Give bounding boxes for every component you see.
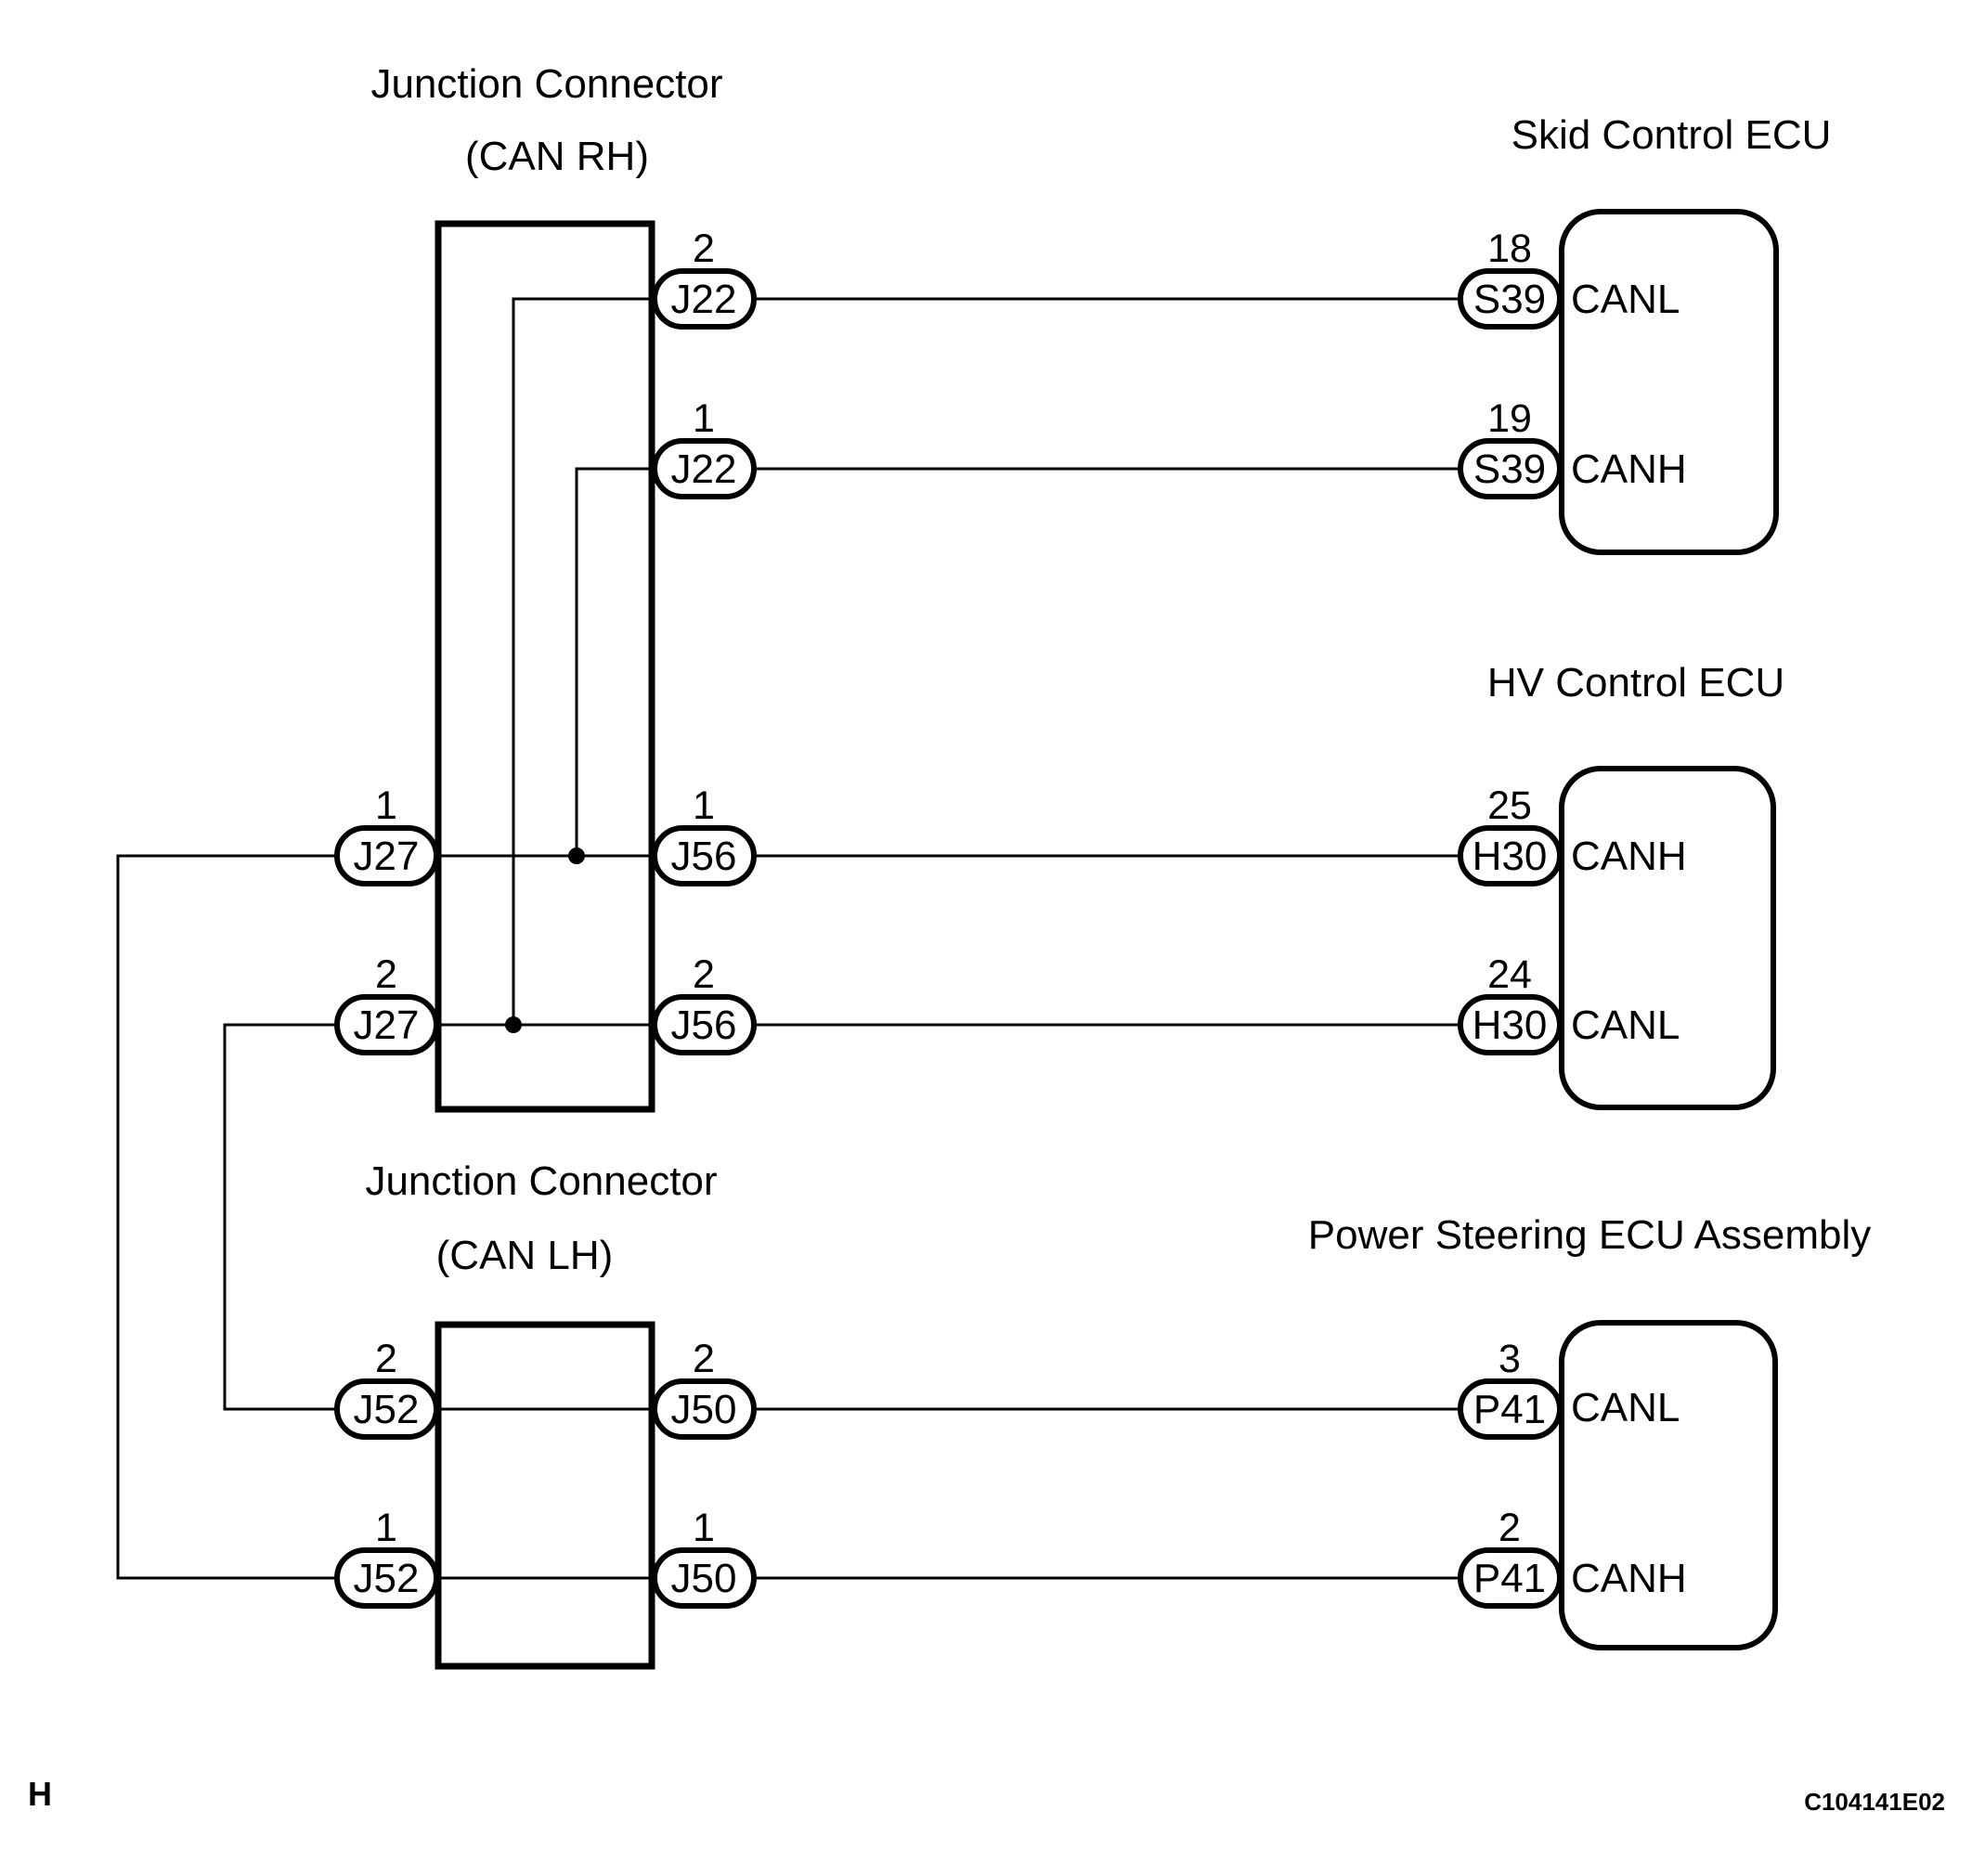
connector-pill-j22-pin1: J22 1	[652, 396, 757, 499]
connector-pill-p41-pin2: P41 2	[1458, 1506, 1563, 1609]
pin-number: 2	[693, 952, 715, 997]
junction-box-can-lh	[435, 1321, 655, 1670]
wire-loop-j27-1-to-j52-1	[116, 854, 337, 1580]
pill-shape	[1458, 1378, 1563, 1440]
figure-code: C104141E02	[1804, 1788, 1945, 1816]
pill-shape	[334, 825, 439, 886]
pin-number: 1	[693, 396, 715, 441]
connector-code: J27	[354, 834, 420, 879]
hv-control-ecu-box	[1559, 766, 1776, 1110]
connector-code: J56	[671, 1003, 737, 1048]
pin-number: 25	[1487, 783, 1532, 828]
connector-pill-s39-pin19: S39 19	[1458, 396, 1563, 499]
connector-pill-p41-pin3: P41 3	[1458, 1337, 1563, 1440]
pill-shape	[1458, 268, 1563, 330]
pill-shape	[334, 1378, 439, 1440]
pill-shape	[652, 994, 757, 1055]
connector-code: J50	[671, 1387, 737, 1432]
pin-number: 2	[375, 1337, 397, 1381]
connector-code: J56	[671, 834, 737, 879]
ps-canl-label: CANL	[1571, 1385, 1680, 1430]
connector-code: H30	[1473, 834, 1548, 879]
pill-shape	[334, 1547, 439, 1609]
pin-number: 1	[693, 783, 715, 828]
hv-control-ecu-title: HV Control ECU	[1487, 660, 1784, 705]
junction-rh-subtitle: (CAN RH)	[465, 134, 649, 179]
connector-pill-j52-pin2: J52 2	[334, 1337, 439, 1440]
connector-code: S39	[1473, 446, 1546, 492]
pin-number: 2	[375, 952, 397, 997]
pill-shape	[334, 994, 439, 1055]
connector-code: J22	[671, 277, 737, 322]
pill-shape	[652, 825, 757, 886]
pill-shape	[652, 1378, 757, 1440]
connector-code: S39	[1473, 277, 1546, 322]
skid-control-ecu-title: Skid Control ECU	[1511, 112, 1832, 158]
power-steering-ecu-box	[1559, 1320, 1778, 1650]
connector-pill-h30-pin25: H30 25	[1458, 783, 1563, 886]
pin-number: 2	[693, 1337, 715, 1381]
pill-shape	[1458, 825, 1563, 886]
pin-number: 1	[375, 1506, 397, 1550]
page-marker: H	[28, 1775, 52, 1813]
pin-number: 1	[693, 1506, 715, 1550]
pin-number: 24	[1487, 952, 1532, 997]
skid-control-ecu-box	[1559, 209, 1779, 555]
pin-number: 1	[375, 783, 397, 828]
connector-pill-j27-pin1: J27 1	[334, 783, 439, 886]
hv-canh-label: CANH	[1571, 834, 1687, 879]
connector-pill-j50-pin1: J50 1	[652, 1506, 757, 1609]
connector-pill-j27-pin2: J27 2	[334, 952, 439, 1055]
junction-lh-title: Junction Connector	[365, 1158, 717, 1204]
connector-pill-h30-pin24: H30 24	[1458, 952, 1563, 1055]
power-steering-ecu-title: Power Steering ECU Assembly	[1308, 1212, 1871, 1258]
connector-pill-j56-pin1: J56 1	[652, 783, 757, 886]
junction-lh-subtitle: (CAN LH)	[436, 1233, 614, 1278]
connector-code: H30	[1473, 1003, 1548, 1048]
connector-code: J50	[671, 1556, 737, 1601]
wire-internal-j22-2-branch	[512, 297, 655, 1025]
junction-box-can-rh	[435, 220, 655, 1113]
junction-dot-canl	[505, 1016, 522, 1033]
skid-canl-label: CANL	[1571, 277, 1680, 322]
connector-pill-j52-pin1: J52 1	[334, 1506, 439, 1609]
connector-code: J52	[354, 1556, 420, 1601]
connector-code: J22	[671, 446, 737, 492]
connector-code: J52	[354, 1387, 420, 1432]
skid-canh-label: CANH	[1571, 446, 1687, 492]
connector-code: P41	[1473, 1556, 1546, 1601]
ps-canh-label: CANH	[1571, 1556, 1687, 1601]
connector-pill-j56-pin2: J56 2	[652, 952, 757, 1055]
connector-pill-j22-pin2: J22 2	[652, 226, 757, 330]
pill-shape	[652, 1547, 757, 1609]
connector-code: P41	[1473, 1387, 1546, 1432]
pill-shape	[652, 438, 757, 499]
pill-shape	[1458, 1547, 1563, 1609]
pill-shape	[1458, 994, 1563, 1055]
junction-dot-canh	[568, 847, 585, 864]
connector-pill-s39-pin18: S39 18	[1458, 226, 1563, 330]
pin-number: 2	[1498, 1506, 1521, 1550]
wire-internal-j22-1-branch	[575, 467, 655, 856]
junction-rh-title: Junction Connector	[370, 61, 722, 107]
pin-number: 18	[1487, 226, 1532, 271]
wire-loop-j27-2-to-j52-2	[223, 1023, 337, 1411]
connector-code: J27	[354, 1003, 420, 1048]
pin-number: 3	[1498, 1337, 1521, 1381]
hv-canl-label: CANL	[1571, 1003, 1680, 1048]
pin-number: 2	[693, 226, 715, 271]
pin-number: 19	[1487, 396, 1532, 441]
connector-pill-j50-pin2: J50 2	[652, 1337, 757, 1440]
pill-shape	[1458, 438, 1563, 499]
pill-shape	[652, 268, 757, 330]
